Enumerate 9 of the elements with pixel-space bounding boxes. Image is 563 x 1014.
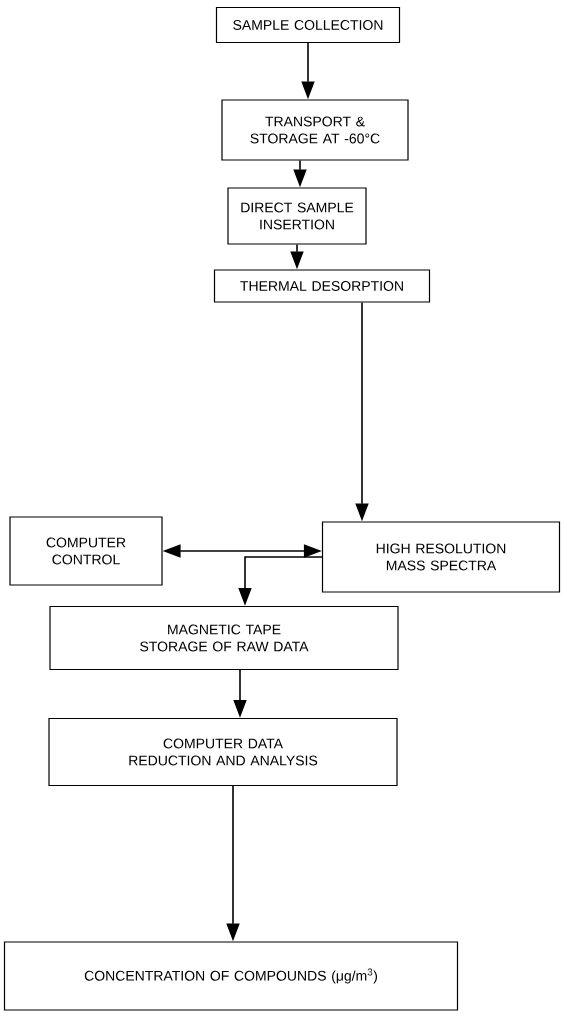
- process-box: MAGNETIC TAPE STORAGE OF RAW DATA: [49, 605, 399, 671]
- process-box: THERMAL DESORPTION: [213, 269, 431, 303]
- process-box: CONCENTRATION OF COMPOUNDS (μg/m$^{3}$): [3, 941, 459, 1011]
- process-box: SAMPLE COLLECTION: [215, 6, 401, 44]
- process-box: DIRECT SAMPLE INSERTION: [227, 187, 367, 245]
- process-box: COMPUTER DATA REDUCTION AND ANALYSIS: [48, 717, 398, 787]
- process-box: TRANSPORT & STORAGE AT -60°C: [221, 99, 409, 161]
- process-box: COMPUTER CONTROL: [9, 516, 163, 586]
- process-box: HIGH RESOLUTION MASS SPECTRA: [321, 521, 561, 593]
